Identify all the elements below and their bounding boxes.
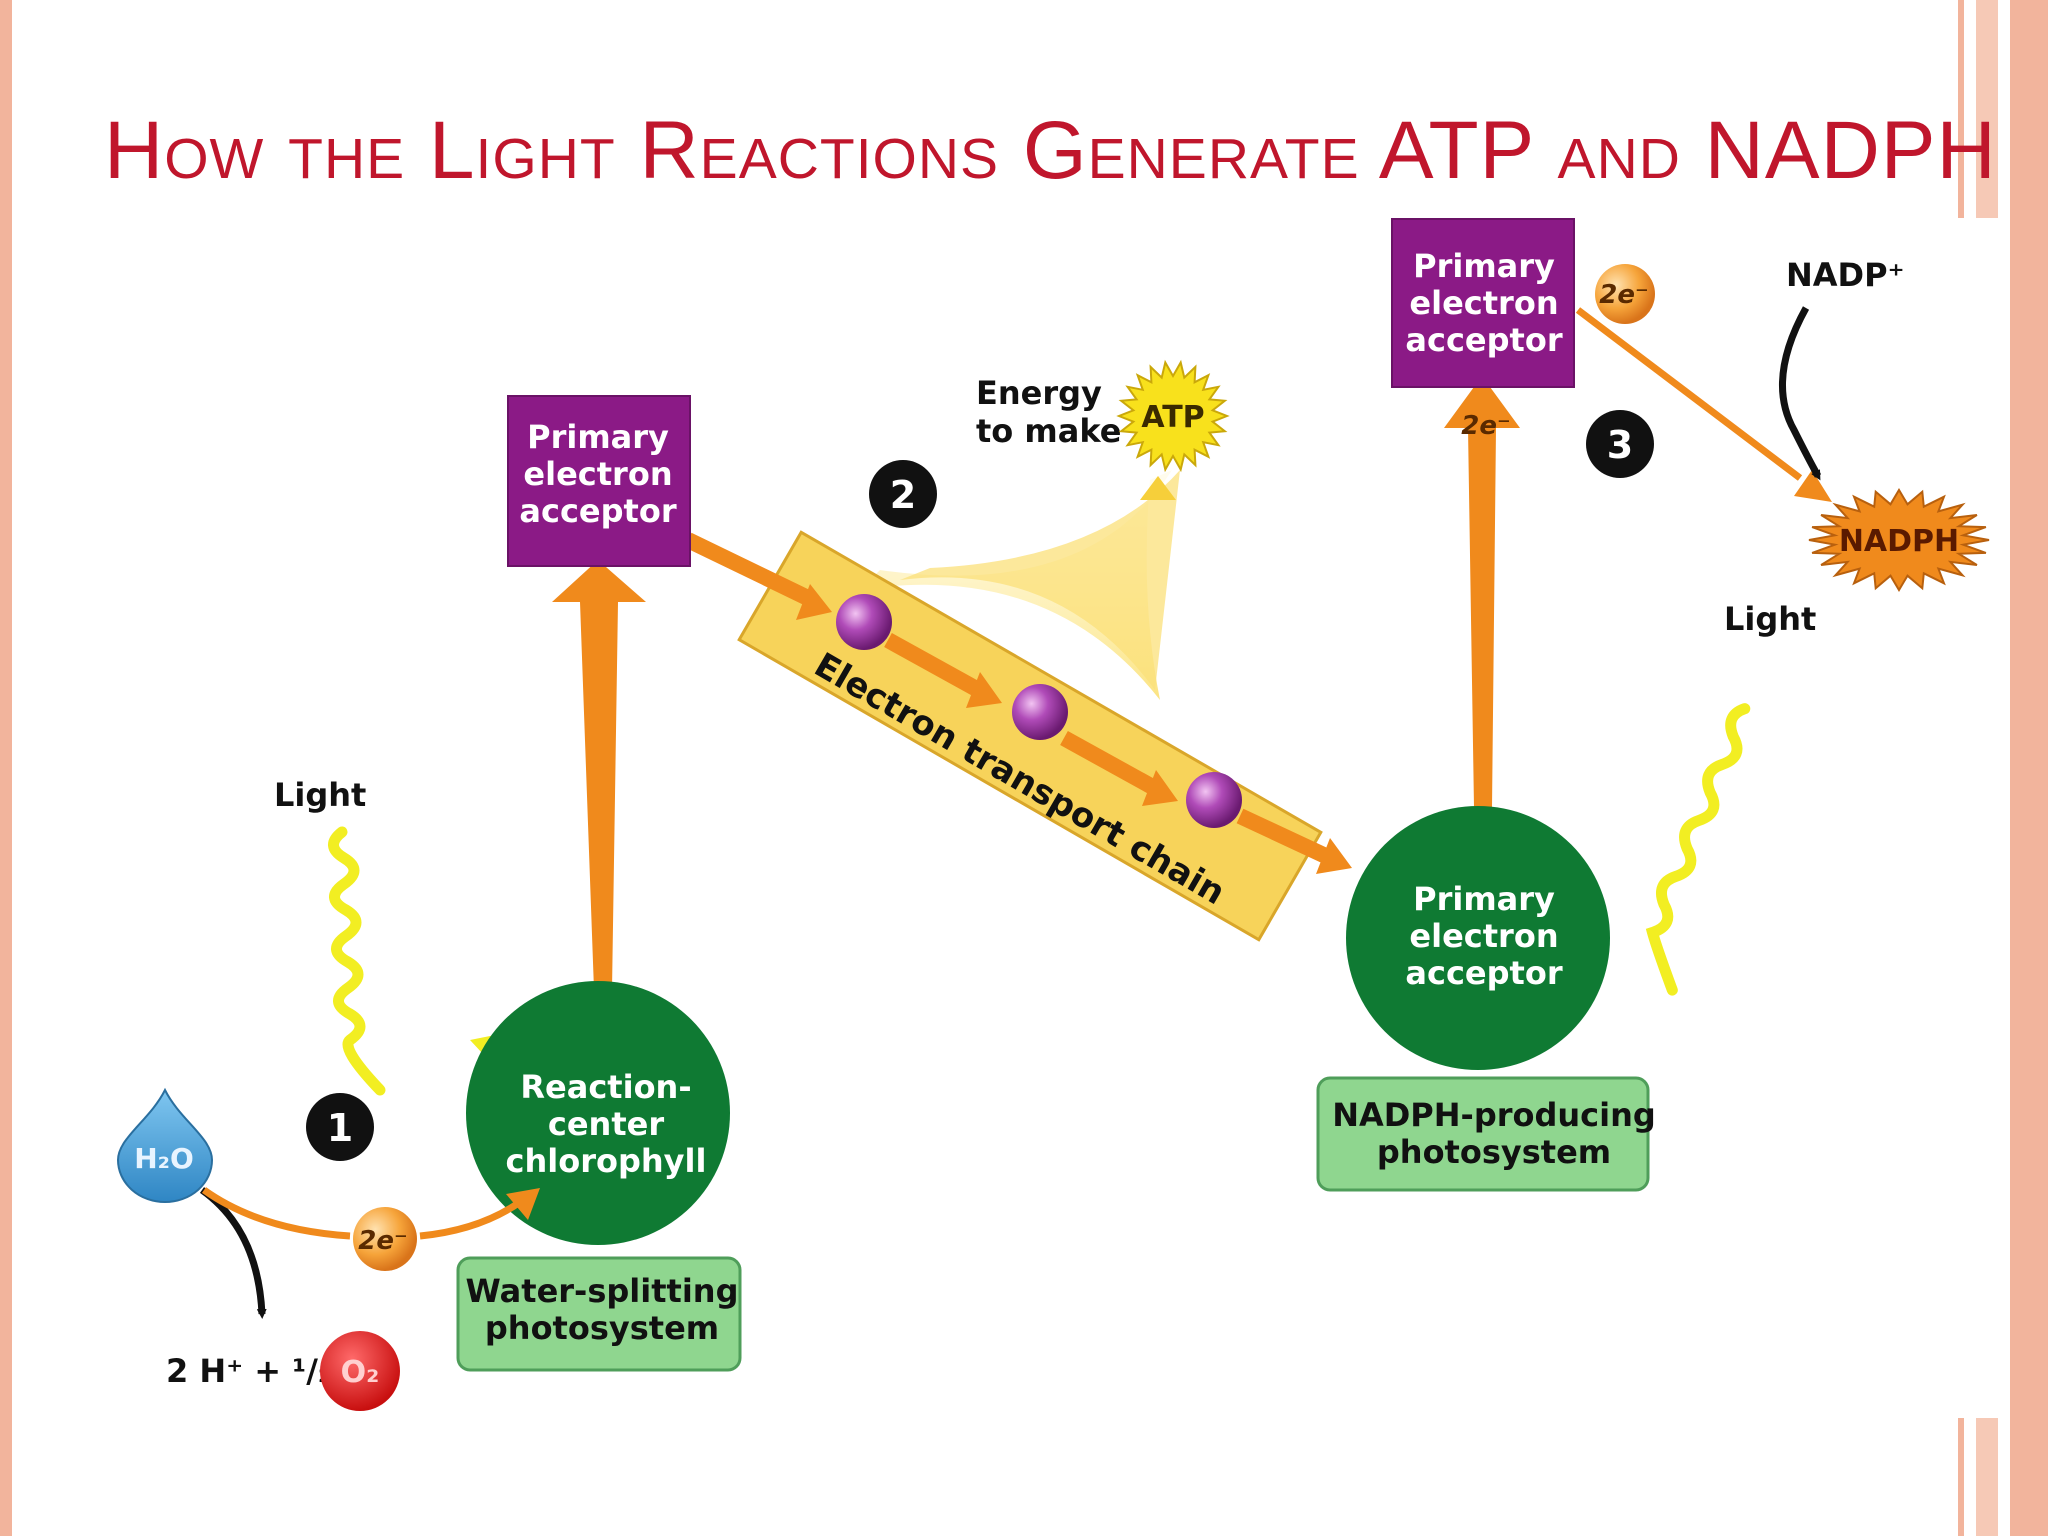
nadp-label: NADP⁺ [1786, 256, 1904, 294]
etc-arrow [1060, 730, 1162, 798]
energy-glow-body [900, 470, 1180, 690]
electron-carrier [1012, 684, 1068, 740]
ps2-acceptor-box [507, 395, 691, 567]
ps1-label-box [1316, 1076, 1650, 1192]
step-badge-3 [1586, 410, 1654, 478]
ps1-excitation-arrow [1444, 376, 1520, 808]
acceptor-to-etc-arrow [684, 532, 816, 608]
arrow-head [796, 584, 832, 620]
slide-right-stripe [2010, 0, 2048, 1536]
water-products: 2 H⁺ + ¹/₂ [166, 1352, 332, 1390]
atp-burst [1116, 359, 1230, 473]
oxygen-molecule [320, 1331, 400, 1411]
ps2-acceptor-line-1: Primary [527, 418, 669, 456]
ps2-electron-label: 2e⁻ [358, 1226, 407, 1256]
atp-label: ATP [1141, 400, 1204, 435]
ps2-center-line-2: center [548, 1105, 664, 1143]
step-badge-1 [306, 1093, 374, 1161]
ps1-acceptor-line-2: electron [1409, 284, 1558, 322]
ps1-electron-pair [1595, 264, 1655, 324]
ps2-label-box [456, 1256, 742, 1372]
arrow-head [506, 1188, 540, 1220]
electron-carrier [1186, 772, 1242, 828]
arrow-head [1316, 838, 1352, 874]
energy-line-1: Energy [976, 374, 1102, 412]
oxygen-label: O₂ [341, 1355, 380, 1390]
ps2-label-line-1: Water-splitting [466, 1272, 739, 1310]
ps1-acceptor-box [1391, 218, 1575, 388]
step-number-1: 1 [327, 1106, 353, 1150]
ps2-center-line-1: Reaction- [520, 1068, 691, 1106]
electron-to-center-arrow [419, 1199, 523, 1240]
ps2-acceptor-line-3: acceptor [519, 492, 676, 530]
ps1-label-line-2: photosystem [1377, 1133, 1611, 1171]
step-badge-2 [869, 460, 937, 528]
ps2-acceptor-line-2: electron [523, 455, 672, 493]
ps1-center-line-1: Primary [1413, 880, 1555, 918]
ps1-electrons-up-label: 2e⁻ [1461, 411, 1510, 441]
nadph-burst [1808, 488, 1990, 592]
ps2-electron-pair [353, 1207, 417, 1271]
nadph-label: NADPH [1839, 524, 1959, 559]
ps1-acceptor-line-3: acceptor [1405, 321, 1562, 359]
ps2-light-label: Light [274, 776, 366, 814]
ps1-center-line-3: acceptor [1405, 954, 1562, 992]
atp-arrow-head [1140, 476, 1176, 500]
etc-to-ps1-arrow [1236, 808, 1334, 866]
water-drop [116, 1087, 214, 1203]
ps2-reaction-center [466, 981, 730, 1245]
slide-left-stripe [0, 0, 12, 1536]
water-electron-arrow [201, 1187, 351, 1240]
ps2-center-line-3: chlorophyll [506, 1142, 707, 1180]
ps1-acceptor-line-1: Primary [1413, 247, 1555, 285]
ps1-electron-label: 2e⁻ [1599, 280, 1648, 310]
step-number-2: 2 [890, 473, 916, 517]
arrow-head [1794, 470, 1832, 502]
acceptor-to-nadph-arrow [1575, 307, 1803, 481]
arrow-head [966, 672, 1002, 708]
ps1-label-line-1: NADPH-producing [1332, 1096, 1656, 1134]
etc-arrow [884, 632, 986, 700]
slide-title: How the Light Reactions Generate ATP and… [104, 105, 1997, 196]
ps2-light-wave [328, 826, 386, 1096]
ps1-reaction-center [1346, 806, 1610, 1070]
ps2-excitation-arrow [552, 560, 646, 990]
water-label: H₂O [134, 1142, 194, 1175]
ps1-light-label: Light [1724, 600, 1816, 638]
nadp-arrow [1778, 306, 1822, 481]
ps1-center-line-2: electron [1409, 917, 1558, 955]
arrow-head [1142, 770, 1178, 806]
step-number-3: 3 [1607, 423, 1633, 467]
electron-carrier [836, 594, 892, 650]
energy-line-2: to make [976, 412, 1121, 450]
ps1-light-wave [1645, 703, 1751, 996]
ps2-label-line-2: photosystem [485, 1309, 719, 1347]
